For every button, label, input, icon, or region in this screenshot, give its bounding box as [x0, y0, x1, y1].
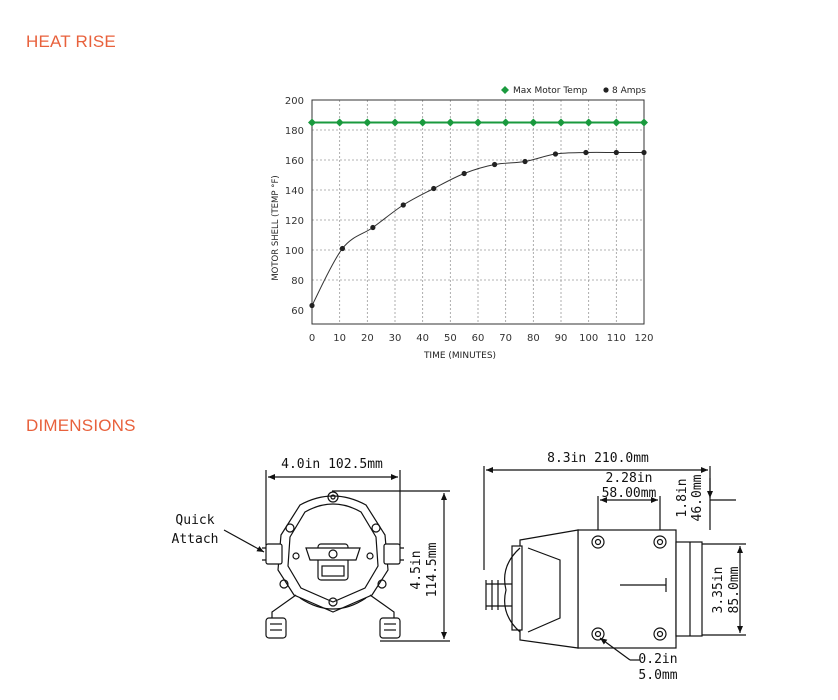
plot-frame — [311, 99, 645, 325]
side-length-label: 8.3in 210.0mm — [547, 451, 649, 466]
8-amps-point — [431, 185, 437, 192]
x-tick-label: 30 — [389, 333, 402, 344]
8-amps-point — [522, 158, 528, 165]
heat-rise-chart: 0 10 20 30 40 50 60 70 80 90 100 110 120 60 80 100 120 14… — [271, 86, 654, 361]
y-tick-label: 140 — [285, 186, 304, 197]
8-amps-point — [552, 151, 559, 157]
mount-spacing-in-label: 2.28in — [606, 471, 653, 486]
y-tick-label: 60 — [291, 306, 304, 317]
max-motor-temp-point — [584, 118, 593, 127]
8-amps-point — [583, 149, 589, 156]
dimensions-title: DIMENSIONS — [26, 416, 136, 435]
x-tick-label: 110 — [607, 333, 626, 344]
max-motor-temp-point — [308, 118, 316, 127]
x-tick-label: 60 — [472, 333, 485, 344]
chart-series — [308, 118, 648, 309]
max-motor-temp-point — [529, 118, 538, 127]
front-height-mm-label: 114.5mm — [425, 542, 440, 597]
max-motor-temp-point — [501, 118, 510, 127]
legend-marker-max-motor-temp — [501, 86, 509, 94]
quick-attach-label-1: Quick — [175, 513, 214, 528]
max-motor-temp-point — [418, 118, 427, 127]
legend-label-8-amps: 8 Amps — [612, 86, 646, 96]
front-height-in-label: 4.5in — [409, 550, 424, 589]
chart-grid — [312, 100, 644, 324]
y-tick-label: 160 — [285, 156, 304, 167]
front-width-label: 4.0in 102.5mm — [281, 457, 383, 472]
y-tick-label: 180 — [285, 126, 304, 137]
mount-spacing-mm-label: 58.00mm — [602, 486, 657, 501]
hole-mm-label: 5.0mm — [638, 668, 677, 683]
side-view-pump — [483, 466, 746, 661]
chart-legend: Max Motor Temp 8 Amps — [501, 86, 646, 96]
x-tick-label: 40 — [416, 333, 429, 344]
8-amps-point — [613, 149, 619, 156]
max-motor-temp-point — [335, 118, 344, 127]
mount-height-mm-label: 85.0mm — [727, 566, 742, 613]
x-tick-label: 20 — [361, 333, 374, 344]
max-motor-temp-point — [363, 118, 372, 127]
x-tick-label: 90 — [555, 333, 568, 344]
y-axis-label: MOTOR SHELL (TEMP °F) — [271, 175, 281, 280]
8-amps-point — [400, 202, 406, 208]
max-motor-temp-point — [474, 118, 482, 127]
y-tick-label: 200 — [285, 96, 304, 107]
y-tick-label: 100 — [285, 246, 304, 257]
x-tick-label: 70 — [499, 333, 512, 344]
chart-ticks: 0 10 20 30 40 50 60 70 80 90 100 110 120 60 80 100 120 14… — [285, 96, 654, 344]
legend-marker-8-amps — [603, 87, 609, 93]
8-amps-point — [370, 224, 376, 231]
y-tick-label: 80 — [291, 276, 304, 287]
x-tick-label: 80 — [527, 333, 540, 344]
hole-in-label: 0.2in — [638, 652, 677, 667]
x-tick-label: 100 — [579, 333, 598, 344]
front-view-pump — [223, 470, 450, 642]
quick-attach-label-2: Attach — [172, 532, 219, 547]
8-amps-point — [339, 245, 346, 252]
8-amps-point — [492, 161, 498, 168]
8-amps-point — [309, 302, 315, 309]
x-tick-label: 120 — [634, 333, 653, 344]
top-offset-in-label: 1.8in — [675, 478, 690, 517]
heat-rise-title: HEAT RISE — [26, 32, 116, 51]
top-offset-mm-label: 46.0mm — [690, 474, 705, 521]
8-amps-point — [461, 170, 467, 177]
x-axis-label: TIME (MINUTES) — [423, 351, 496, 361]
max-motor-temp-point — [446, 118, 455, 127]
max-motor-temp-point — [391, 118, 399, 127]
legend-label-max-motor-temp: Max Motor Temp — [513, 86, 588, 96]
x-tick-label: 10 — [333, 333, 346, 344]
8-amps-point — [641, 149, 647, 156]
y-tick-label: 120 — [285, 216, 304, 227]
x-tick-label: 0 — [309, 333, 315, 344]
max-motor-temp-point — [612, 118, 621, 127]
mount-height-in-label: 3.35in — [711, 567, 726, 614]
max-motor-temp-point — [557, 118, 565, 127]
x-tick-label: 50 — [444, 333, 457, 344]
max-motor-temp-point — [640, 118, 648, 127]
